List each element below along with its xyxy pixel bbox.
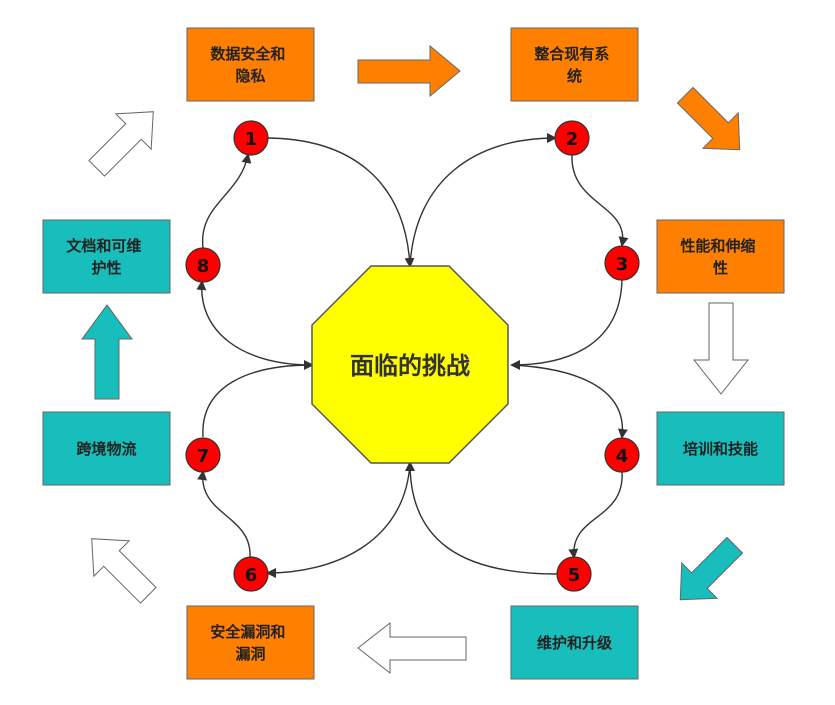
number-4-label: 4 bbox=[616, 446, 629, 467]
connector-center-to-2 bbox=[409, 133, 557, 267]
box-integrate-systems-line-1: 整合现有系 bbox=[534, 45, 609, 63]
number-4: 4 bbox=[604, 437, 640, 473]
connector-1-to-center bbox=[264, 137, 415, 268]
connector-center-to-8 bbox=[196, 280, 313, 366]
svg-text:培训和技能: 培训和技能 bbox=[683, 440, 758, 458]
connector-5-to-center bbox=[405, 461, 558, 575]
connector-7-to-center bbox=[202, 360, 314, 438]
number-3-label: 3 bbox=[616, 254, 629, 275]
number-3: 3 bbox=[604, 245, 640, 281]
box-security-vulnerabilities-line-2: 漏洞 bbox=[235, 645, 265, 663]
number-8: 8 bbox=[185, 247, 221, 283]
block-arrow-down-left-bottom bbox=[679, 536, 744, 601]
box-maintenance-upgrade: 维护和升级 bbox=[510, 605, 639, 680]
box-cross-border-logistics: 跨境物流 bbox=[42, 411, 171, 486]
svg-text:性能和伸缩 性: 性能和伸缩 性 bbox=[680, 237, 760, 277]
svg-text:整合现有系 统: 整合现有系 统 bbox=[534, 45, 614, 85]
box-documentation-maintainability-line-1: 文档和可维 bbox=[66, 237, 141, 255]
connector-2-to-3 bbox=[571, 154, 629, 247]
box-training-skills: 培训和技能 bbox=[656, 411, 785, 486]
block-arrow-up-right-top bbox=[88, 111, 154, 177]
box-maintenance-upgrade-line-1: 维护和升级 bbox=[537, 634, 613, 652]
box-performance-scalability: 性能和伸缩 性 bbox=[656, 219, 785, 294]
svg-text:安全漏洞和 漏洞: 安全漏洞和 漏洞 bbox=[210, 623, 290, 663]
block-arrow-down-right-top bbox=[676, 86, 741, 151]
block-arrow-right-top bbox=[357, 44, 461, 98]
block-arrow-up-left-bottom bbox=[91, 538, 157, 604]
box-documentation-maintainability: 文档和可维 护性 bbox=[42, 219, 171, 294]
number-7: 7 bbox=[185, 437, 221, 473]
number-6: 6 bbox=[233, 556, 269, 592]
box-performance-scalability-line-1: 性能和伸缩 bbox=[680, 237, 755, 255]
box-security-vulnerabilities-line-1: 安全漏洞和 bbox=[210, 623, 285, 641]
box-data-security: 数据安全和 隐私 bbox=[186, 27, 315, 102]
block-arrow-left-bottom bbox=[357, 621, 467, 675]
box-cross-border-logistics-line-1: 跨境物流 bbox=[76, 440, 136, 458]
svg-text:跨境物流: 跨境物流 bbox=[76, 440, 136, 458]
connector-group bbox=[196, 133, 629, 578]
box-integrate-systems: 整合现有系 统 bbox=[510, 27, 639, 102]
box-data-security-line-1: 数据安全和 bbox=[210, 45, 285, 63]
box-documentation-maintainability-line-2: 护性 bbox=[91, 259, 121, 277]
number-1: 1 bbox=[233, 120, 269, 156]
connector-center-to-4 bbox=[511, 364, 628, 439]
number-5-label: 5 bbox=[568, 565, 581, 586]
number-2-label: 2 bbox=[566, 129, 579, 150]
block-arrow-down-right-side bbox=[692, 302, 750, 395]
number-7-label: 7 bbox=[197, 446, 210, 467]
box-training-skills-line-1: 培训和技能 bbox=[683, 440, 758, 458]
svg-text:文档和可维 护性: 文档和可维 护性 bbox=[66, 237, 146, 277]
box-data-security-line-2: 隐私 bbox=[235, 67, 265, 85]
connector-6-to-7 bbox=[197, 470, 251, 558]
box-security-vulnerabilities: 安全漏洞和 漏洞 bbox=[186, 605, 315, 680]
connector-center-to-6 bbox=[266, 462, 411, 578]
number-1-label: 1 bbox=[245, 129, 258, 150]
connector-4-to-5 bbox=[568, 471, 623, 559]
number-8-label: 8 bbox=[197, 256, 210, 277]
center-label: 面临的挑战 bbox=[350, 352, 470, 380]
number-2: 2 bbox=[554, 120, 590, 156]
connector-8-to-1 bbox=[201, 153, 252, 249]
svg-text:维护和升级: 维护和升级 bbox=[537, 634, 613, 652]
box-performance-scalability-line-2: 性 bbox=[713, 259, 728, 277]
svg-text:数据安全和 隐私: 数据安全和 隐私 bbox=[210, 45, 290, 85]
block-arrow-up-left-side bbox=[81, 304, 133, 400]
center-octagon bbox=[311, 265, 509, 464]
box-integrate-systems-line-2: 统 bbox=[567, 67, 582, 85]
number-5: 5 bbox=[556, 556, 592, 592]
number-6-label: 6 bbox=[245, 565, 258, 586]
connector-3-to-center bbox=[510, 279, 623, 370]
